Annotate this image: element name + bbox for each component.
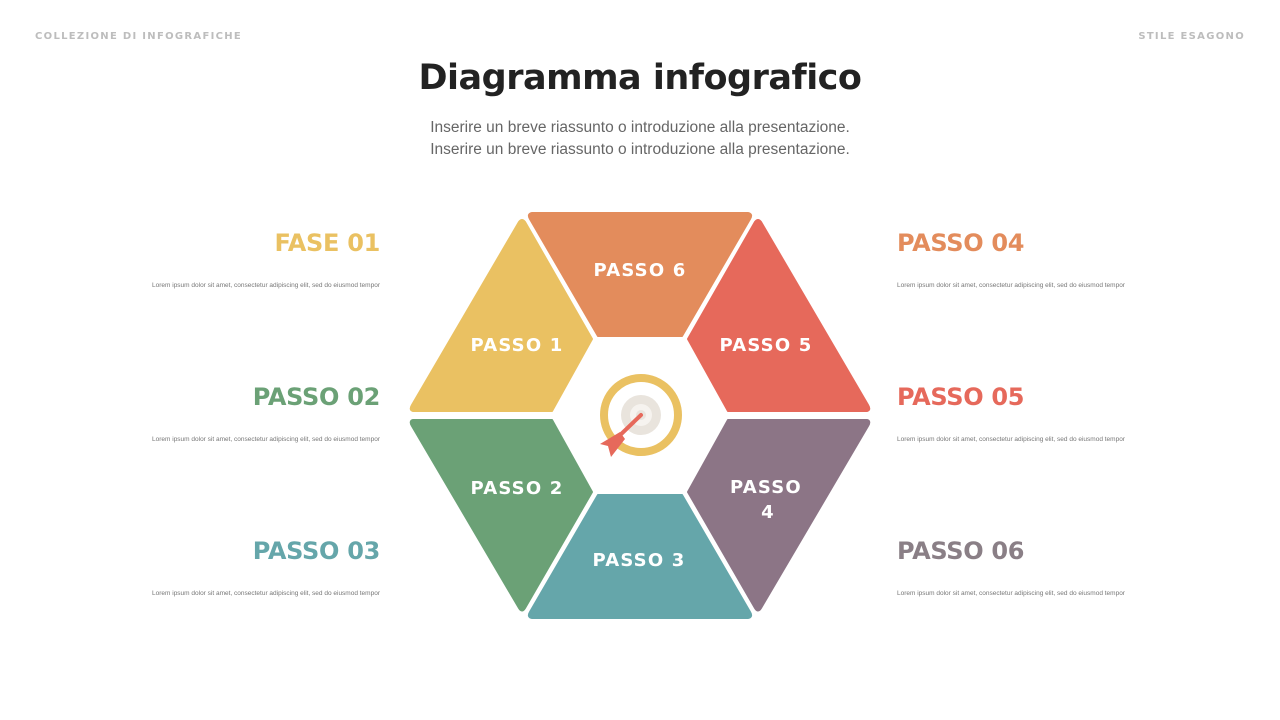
step-heading: FASE 01 xyxy=(274,229,380,257)
step-description: Lorem ipsum dolor sit amet, consectetur … xyxy=(152,282,380,289)
hex-segment-passo-2: PASSO 2 xyxy=(409,419,593,612)
segment-label-line1: PASSO xyxy=(730,477,802,498)
step-description: Lorem ipsum dolor sit amet, consectetur … xyxy=(152,590,380,597)
step-text-passo-03: PASSO 03 Lorem ipsum dolor sit amet, con… xyxy=(140,537,380,597)
hex-segment-passo-4: PASSO 4 xyxy=(687,419,871,612)
step-description: Lorem ipsum dolor sit amet, consectetur … xyxy=(897,282,1125,289)
page-subtitle: Inserire un breve riassunto o introduzio… xyxy=(0,117,1280,161)
step-text-passo-04: PASSO 04 Lorem ipsum dolor sit amet, con… xyxy=(897,229,1137,289)
step-heading: PASSO 06 xyxy=(897,537,1025,565)
collection-label: COLLEZIONE DI INFOGRAFICHE xyxy=(35,31,243,42)
step-description: Lorem ipsum dolor sit amet, consectetur … xyxy=(897,590,1125,597)
step-text-passo-02: PASSO 02 Lorem ipsum dolor sit amet, con… xyxy=(140,383,380,443)
hex-segment-passo-5: PASSO 5 xyxy=(687,219,871,412)
page-title: Diagramma infografico xyxy=(418,58,862,98)
step-heading: PASSO 05 xyxy=(897,383,1025,411)
segment-label: PASSO 6 xyxy=(593,260,686,281)
segment-label: PASSO 1 xyxy=(470,335,563,356)
segment-label: PASSO 2 xyxy=(470,478,563,499)
step-heading: PASSO 03 xyxy=(252,537,381,565)
step-text-passo-06: PASSO 06 Lorem ipsum dolor sit amet, con… xyxy=(897,537,1137,597)
step-text-passo-05: PASSO 05 Lorem ipsum dolor sit amet, con… xyxy=(897,383,1137,443)
step-heading: PASSO 02 xyxy=(252,383,381,411)
style-label: STILE ESAGONO xyxy=(1138,31,1245,42)
segment-label: PASSO 3 xyxy=(592,550,685,571)
segment-label-line2: 4 xyxy=(761,502,775,523)
target-with-arrow-icon xyxy=(600,374,682,457)
subtitle-line: Inserire un breve riassunto o introduzio… xyxy=(430,141,850,158)
hex-segment-passo-1: PASSO 1 xyxy=(409,219,593,412)
step-description: Lorem ipsum dolor sit amet, consectetur … xyxy=(152,436,380,443)
step-description: Lorem ipsum dolor sit amet, consectetur … xyxy=(897,436,1125,443)
step-heading: PASSO 04 xyxy=(897,229,1025,257)
hex-segment-passo-3: PASSO 3 xyxy=(527,494,753,619)
subtitle-line: Inserire un breve riassunto o introduzio… xyxy=(430,119,850,136)
step-text-fase-01: FASE 01 Lorem ipsum dolor sit amet, cons… xyxy=(140,229,380,289)
segment-label: PASSO 5 xyxy=(719,335,812,356)
hex-segment-passo-6: PASSO 6 xyxy=(527,212,753,337)
